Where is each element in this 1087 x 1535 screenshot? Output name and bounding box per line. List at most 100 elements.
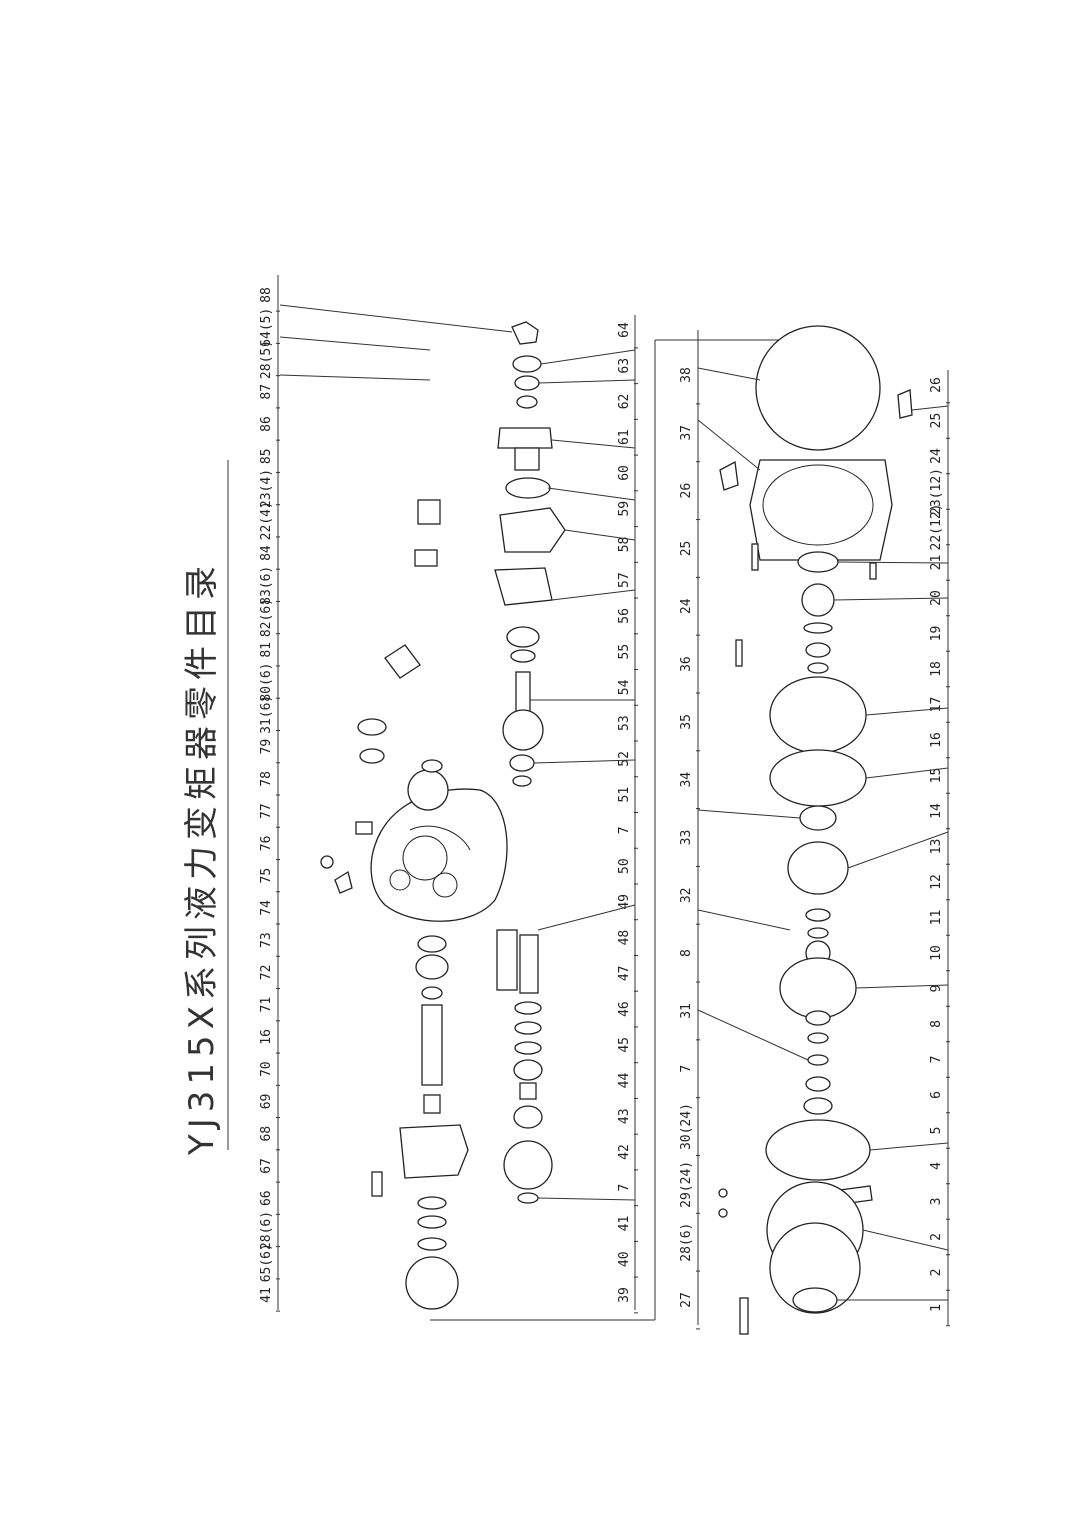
- part-40-ring: [417, 1237, 447, 1251]
- callout-label: 35: [679, 714, 694, 730]
- part-27-bolt: [739, 1297, 749, 1335]
- input-shaft-assembly: [371, 935, 469, 1310]
- part-52-bearing: [509, 754, 535, 772]
- callout-label: 31: [679, 1003, 694, 1019]
- part-33-seal: [799, 805, 837, 831]
- part-44-spacer: [519, 1082, 537, 1100]
- callout-label: 47: [617, 966, 632, 982]
- callout-label: 31(6): [259, 695, 274, 734]
- callout-label: 36: [679, 656, 694, 672]
- part-41b-ring: [417, 1215, 447, 1229]
- part-6-ring: [805, 1076, 831, 1092]
- part-11-ring: [807, 927, 829, 939]
- callout-label: 73: [259, 932, 274, 948]
- callout-label: 79: [259, 739, 274, 755]
- part-85-valve: [417, 499, 441, 525]
- part-15-turbine: [769, 676, 867, 754]
- callout-label: 5: [929, 1127, 944, 1135]
- callout-label: 64: [617, 322, 632, 338]
- converter-housing: [320, 499, 508, 922]
- callout-label: 75: [259, 868, 274, 884]
- callout-label: 6: [929, 1091, 944, 1099]
- part-59-seal: [505, 477, 551, 499]
- part-17-bearing: [805, 642, 831, 658]
- part-4-pump-wheel: [765, 1119, 871, 1181]
- part-48-ring: [514, 1001, 542, 1015]
- callout-label: 11: [929, 910, 944, 926]
- callout-label: 30(24): [679, 1103, 694, 1150]
- part-7-ring: [807, 1032, 829, 1044]
- callout-label: 86: [259, 416, 274, 432]
- part-36-bolt: [751, 543, 759, 571]
- part-62-ring: [514, 375, 540, 391]
- callout-label: 2: [929, 1233, 944, 1241]
- callout-label: 2: [929, 1269, 944, 1277]
- callout-label: 26: [679, 483, 694, 499]
- callout-label: 72: [259, 965, 274, 981]
- part-14-oring: [769, 749, 867, 807]
- part-2b-plate: [769, 1222, 861, 1314]
- callout-label: 51: [617, 787, 632, 803]
- callout-label: 24: [929, 448, 944, 464]
- callout-label: 8: [679, 949, 694, 957]
- part-7-ring: [517, 1192, 539, 1204]
- callout-label: 83(6): [259, 566, 274, 605]
- callout-label: 87: [259, 384, 274, 400]
- part-37-cover: [749, 459, 893, 561]
- callout-label: 28(6): [259, 1211, 274, 1250]
- callout-label: 44: [617, 1073, 632, 1089]
- callout-label: 46: [617, 1001, 632, 1017]
- callout-label: 28(5): [259, 340, 274, 379]
- callout-label: 7: [929, 1056, 944, 1064]
- callout-label: 16: [929, 732, 944, 748]
- part-79-gasket: [357, 718, 387, 736]
- callout-label: 12: [929, 874, 944, 890]
- callout-label: 77: [259, 803, 274, 819]
- part-72-housing: [370, 788, 508, 922]
- part-37-inner: [762, 464, 874, 546]
- callout-label: 55: [617, 644, 632, 660]
- part-50-shaft: [496, 929, 518, 991]
- callout-group-lower: 38372625243635343332831730(24)29(24)28(6…: [679, 367, 700, 1330]
- part-39-gear: [405, 1256, 459, 1310]
- callout-label: 22(4): [259, 501, 274, 540]
- callout-label: 27: [679, 1292, 694, 1308]
- part-9-impeller: [779, 957, 857, 1019]
- part-1-disc: [792, 1287, 838, 1313]
- callout-label: 4: [929, 1162, 944, 1170]
- callout-label: 61: [617, 429, 632, 445]
- part-45-bearing: [513, 1059, 543, 1081]
- part-41-ring: [417, 1196, 447, 1210]
- callout-label: 82(6): [259, 598, 274, 637]
- part-26b-plate: [897, 389, 913, 419]
- callout-label: 45: [617, 1037, 632, 1053]
- converter-assembly: [718, 325, 913, 1335]
- callout-label: 34: [679, 772, 694, 788]
- part-76-gear: [407, 769, 449, 811]
- callout-label: 16: [259, 1029, 274, 1045]
- callout-label: 9: [929, 985, 944, 993]
- callout-label: 38: [679, 367, 694, 383]
- callout-label: 40: [617, 1251, 632, 1267]
- part-66-pump-cover: [399, 1124, 469, 1179]
- callout-label: 43: [617, 1108, 632, 1124]
- callout-label: 28(6): [679, 1223, 694, 1262]
- callout-label: 57: [617, 572, 632, 588]
- part-67-sleeve: [423, 1094, 441, 1114]
- callout-label: 67: [259, 1158, 274, 1174]
- callout-label: 69: [259, 1094, 274, 1110]
- callout-label: 85: [259, 448, 274, 464]
- callout-label: 68: [259, 1126, 274, 1142]
- callout-label: 37: [679, 425, 694, 441]
- part-69-ring: [421, 986, 443, 1000]
- callout-label: 48: [617, 930, 632, 946]
- leader-lines: [279, 304, 949, 1301]
- callout-label: 60: [617, 465, 632, 481]
- part-38-cover-gasket: [755, 325, 881, 451]
- part-63-washer: [512, 355, 542, 373]
- part-74-fitting: [320, 855, 334, 869]
- part-75-sensor: [355, 821, 373, 835]
- part-77-ring: [421, 759, 443, 773]
- part-46-ring: [514, 1041, 542, 1055]
- part-47-ring: [514, 1021, 542, 1035]
